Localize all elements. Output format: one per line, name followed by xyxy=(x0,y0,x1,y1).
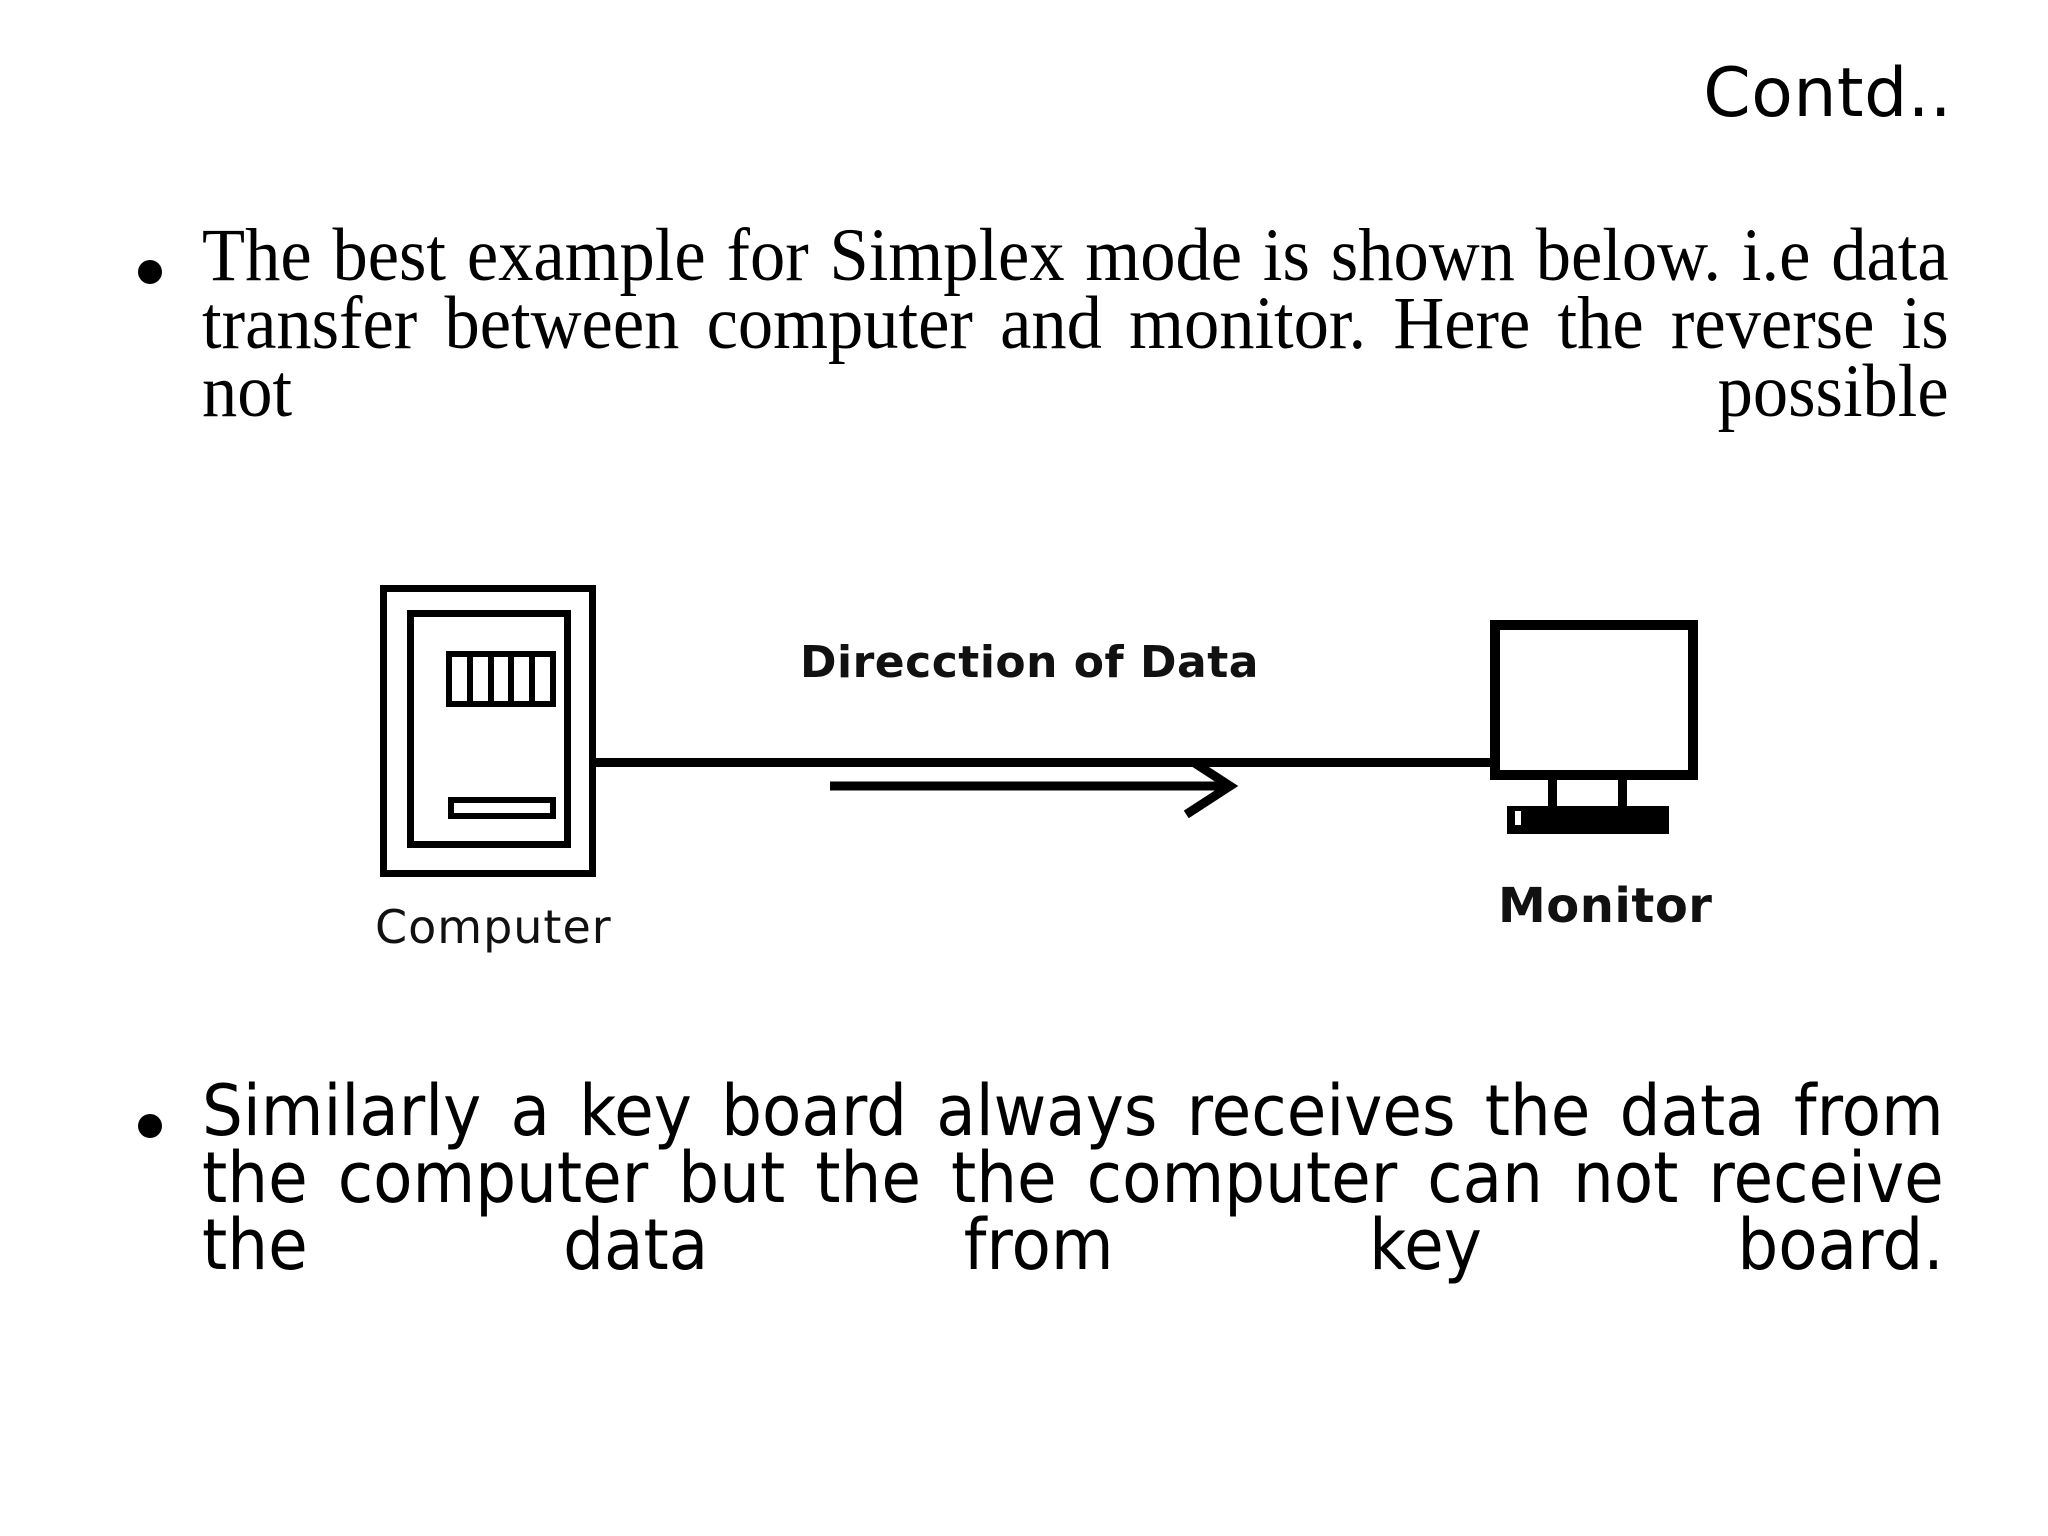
monitor-stand-right xyxy=(1618,780,1627,808)
tower-drive-bay xyxy=(446,651,556,707)
drive-slot xyxy=(493,657,515,701)
data-direction-arrow-icon xyxy=(830,760,1239,819)
monitor-icon xyxy=(1490,620,1708,850)
bullet-row: Similarly a key board always receives th… xyxy=(110,1070,1955,1346)
bullet-dot-icon xyxy=(138,260,162,284)
drive-slot xyxy=(472,657,494,701)
bullet-text-2: Similarly a key board always receives th… xyxy=(202,1070,1944,1286)
data-cable-line xyxy=(594,758,1494,767)
monitor-screen xyxy=(1490,620,1698,780)
tower-inner-case xyxy=(407,610,571,848)
computer-label: Computer xyxy=(375,900,612,954)
bullet-paragraph-2: Similarly a key board always receives th… xyxy=(110,1070,1955,1346)
bullet-row: The best example for Simplex mode is sho… xyxy=(110,214,1955,494)
simplex-data-flow-diagram: Direcction of Data Computer Monitor xyxy=(0,560,2048,980)
bullet-text-1: The best example for Simplex mode is sho… xyxy=(202,214,1949,433)
drive-slot xyxy=(514,657,536,701)
drive-slot xyxy=(452,657,473,701)
tower-floppy-slot xyxy=(448,797,556,819)
monitor-base-notch xyxy=(1515,811,1521,825)
monitor-label: Monitor xyxy=(1498,878,1713,934)
drive-slot xyxy=(535,657,550,701)
direction-of-data-label: Direcction of Data xyxy=(800,637,1259,688)
bullet-paragraph-1: The best example for Simplex mode is sho… xyxy=(110,214,1955,494)
monitor-stand-left xyxy=(1548,780,1557,808)
computer-tower-icon xyxy=(380,585,596,877)
bullet-dot-icon xyxy=(138,1114,162,1138)
page-title: Contd.. xyxy=(1703,54,1952,133)
monitor-base xyxy=(1507,806,1669,834)
